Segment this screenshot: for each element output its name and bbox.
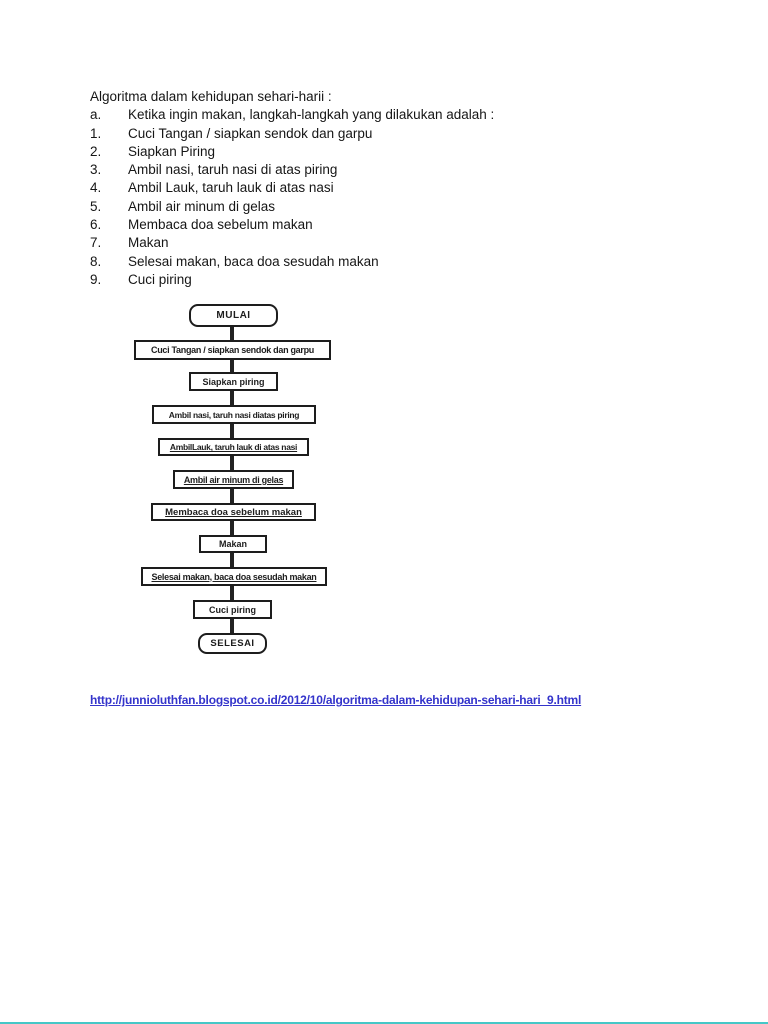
list-item-label: 1. [90,125,102,141]
list-item-label: a. [90,107,102,123]
list-item-text: Membaca doa sebelum makan [128,217,313,233]
list-item: a. Ketika ingin makan, langkah-langkah y… [90,106,494,124]
list-item-text: Cuci piring [128,271,192,287]
list-item: 4. Ambil Lauk, taruh lauk di atas nasi [90,179,494,197]
list-item: 7. Makan [90,234,494,252]
list-item: 2. Siapkan Piring [90,143,494,161]
flowchart-node-siapkan-piring: Siapkan piring [189,372,278,391]
list-item: 6. Membaca doa sebelum makan [90,216,494,234]
list-item-text: Ambil Lauk, taruh lauk di atas nasi [128,180,334,196]
list-item-text: Ketika ingin makan, langkah-langkah yang… [128,107,495,123]
list-item-label: 4. [90,180,102,196]
flowchart-node-cuci-tangan: Cuci Tangan / siapkan sendok dan garpu [134,340,331,360]
list-item: 8. Selesai makan, baca doa sesudah makan [90,253,494,271]
flowchart-node-ambil-nasi: Ambil nasi, taruh nasi diatas piring [152,405,316,424]
page-title: Algoritma dalam kehidupan sehari-harii : [90,88,494,106]
list-item-text: Cuci Tangan / siapkan sendok dan garpu [128,125,373,141]
list-item-text: Siapkan Piring [128,143,216,159]
list-item-label: 6. [90,217,102,233]
list-item-label: 7. [90,235,102,251]
flowchart-node-membaca-doa: Membaca doa sebelum makan [151,503,316,521]
list-item-text: Ambil air minum di gelas [128,198,276,214]
flowchart-node-selesai-makan: Selesai makan, baca doa sesudah makan [141,567,327,586]
list-item-label: 9. [90,271,102,287]
list-item-text: Ambil nasi, taruh nasi di atas piring [128,162,338,178]
list-item: 9. Cuci piring [90,271,494,289]
list-item-label: 3. [90,162,102,178]
list-item: 3. Ambil nasi, taruh nasi di atas piring [90,161,494,179]
flowchart-node-selesai: SELESAI [198,633,267,654]
page-title-text: Algoritma dalam kehidupan sehari-harii : [90,89,332,104]
flowchart-node-makan: Makan [199,535,267,553]
flowchart-node-cuci-piring: Cuci piring [193,600,272,619]
player-progress-bar[interactable] [0,1022,768,1024]
intro-text-block: Algoritma dalam kehidupan sehari-harii :… [90,88,494,289]
list-item-text: Selesai makan, baca doa sesudah makan [128,253,379,269]
list-item-text: Makan [128,235,169,251]
source-link[interactable]: http://junnioluthfan.blogspot.co.id/2012… [90,693,582,707]
list-item-label: 5. [90,198,102,214]
flowchart-node-mulai: MULAI [189,304,278,327]
list-item: 1. Cuci Tangan / siapkan sendok dan garp… [90,125,494,143]
list-item-label: 2. [90,143,102,159]
flowchart-node-ambil-lauk: AmbilLauk, taruh lauk di atas nasi [158,438,309,456]
list-item: 5. Ambil air minum di gelas [90,198,494,216]
flowchart-node-ambil-air-minum: Ambil air minum di gelas [173,470,294,489]
list-item-label: 8. [90,253,102,269]
